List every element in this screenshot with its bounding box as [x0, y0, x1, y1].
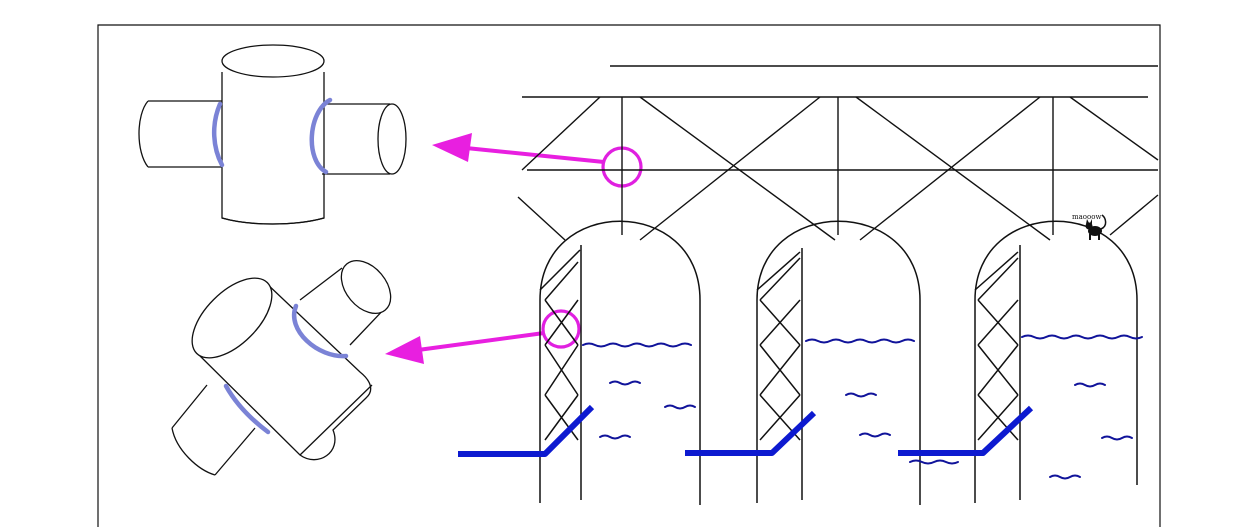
inlet-pipes	[458, 404, 1034, 457]
inlet-pipe-3	[898, 405, 1034, 456]
overhead-truss	[517, 65, 1159, 241]
tank-3	[974, 220, 1138, 503]
cross-fitting-straight	[138, 44, 407, 225]
callout-arrow-lower	[385, 331, 545, 364]
tank-1	[539, 220, 701, 505]
black-cat-icon	[1085, 214, 1107, 240]
drawing-frame	[97, 24, 1161, 527]
cross-fitting-angled	[171, 260, 392, 476]
cat-caption: maooow	[1072, 213, 1101, 221]
inlet-pipe-2	[685, 410, 817, 456]
inlet-pipe-1	[458, 404, 595, 457]
tank-2	[756, 220, 921, 505]
callout-arrow-upper	[432, 133, 605, 164]
highlight-ring-tank-joint	[541, 309, 581, 349]
weld-seams-angled	[223, 303, 349, 435]
weld-seams-top	[211, 97, 333, 175]
water-lines	[582, 334, 1143, 480]
